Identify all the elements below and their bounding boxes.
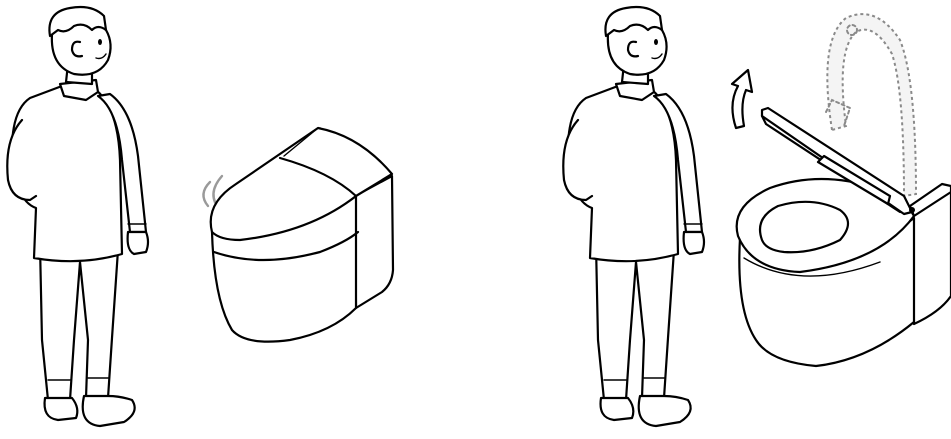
person-icon	[7, 7, 148, 426]
open-lid-toilet-icon	[737, 108, 951, 366]
closed-toilet-icon	[211, 128, 393, 342]
lift-arrow-icon	[732, 70, 752, 128]
left-panel	[7, 7, 393, 426]
right-panel	[563, 7, 951, 426]
person-icon	[563, 7, 704, 426]
